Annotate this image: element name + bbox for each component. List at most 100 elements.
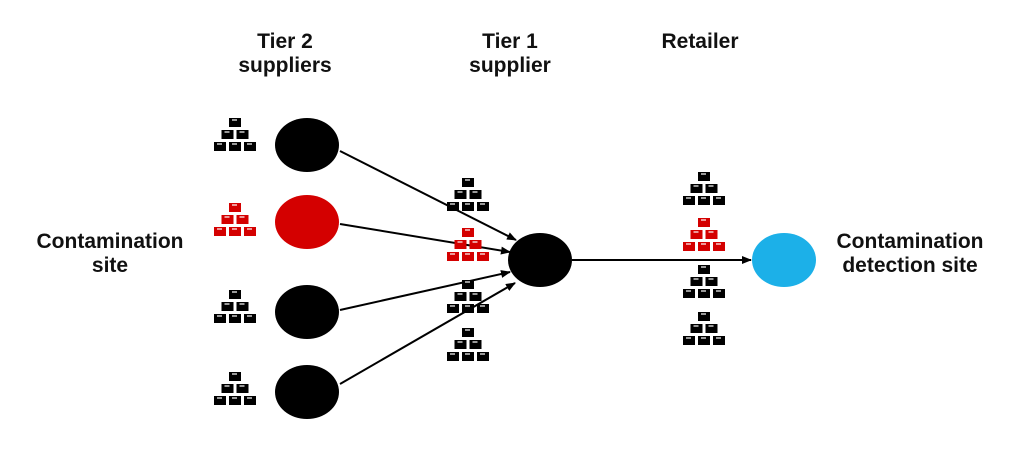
pallet-box-highlight: [239, 131, 245, 133]
pallet-box-highlight: [701, 173, 706, 175]
pallet-box-highlight: [716, 337, 721, 339]
pallet-box-highlight: [450, 305, 455, 307]
pallet-box: [447, 252, 459, 261]
pallet-box: [236, 302, 249, 311]
pallet-box: [236, 130, 249, 139]
pallet-box-highlight: [224, 303, 230, 305]
pallet-box-highlight: [686, 290, 691, 292]
tier2-label-line1: Tier 2: [257, 30, 313, 53]
pallet-box-highlight: [693, 231, 699, 233]
pallet-box: [454, 292, 467, 301]
pallet-box-highlight: [457, 191, 463, 193]
tier1-pallet-stack-4: [447, 328, 489, 361]
pallet-box: [229, 118, 241, 127]
pallet-box: [683, 196, 695, 205]
pallet-box-highlight: [232, 228, 237, 230]
pallet-box-highlight: [457, 241, 463, 243]
pallet-box-highlight: [465, 229, 470, 231]
pallet-box: [462, 202, 474, 211]
pallet-box: [244, 314, 256, 323]
tier2-pallet-stack-1: [214, 118, 256, 151]
pallet-box-highlight: [686, 197, 691, 199]
pallet-box: [462, 352, 474, 361]
pallet-box: [462, 252, 474, 261]
pallet-box-highlight: [465, 353, 470, 355]
pallet-box: [698, 265, 710, 274]
pallet-box: [477, 202, 489, 211]
pallet-box-highlight: [701, 197, 706, 199]
pallet-box-highlight: [716, 290, 721, 292]
pallet-box-highlight: [708, 278, 714, 280]
pallet-box: [221, 302, 234, 311]
pallet-box: [462, 178, 474, 187]
pallet-box: [713, 289, 725, 298]
edge-tier2-3-to-tier1: [339, 270, 511, 311]
detection-site-node: [752, 233, 816, 287]
pallet-box-highlight: [232, 143, 237, 145]
pallet-box-highlight: [693, 325, 699, 327]
pallet-box: [705, 184, 718, 193]
pallet-box-highlight: [224, 216, 230, 218]
retailer-pallet-stack-4: [683, 312, 725, 345]
pallet-box-highlight: [693, 185, 699, 187]
stacks-layer: [214, 118, 725, 405]
pallet-box-highlight: [701, 266, 706, 268]
pallet-box: [698, 336, 710, 345]
pallet-box-highlight: [450, 353, 455, 355]
pallet-box-highlight: [472, 341, 478, 343]
pallet-box: [683, 336, 695, 345]
pallet-box-highlight: [686, 243, 691, 245]
pallet-box-highlight: [472, 191, 478, 193]
pallet-box-highlight: [232, 204, 237, 206]
pallet-box-highlight: [708, 185, 714, 187]
pallet-box-highlight: [239, 303, 245, 305]
pallet-box-highlight: [247, 143, 252, 145]
pallet-box-highlight: [457, 293, 463, 295]
tier2-pallet-stack-3: [214, 290, 256, 323]
pallet-box: [447, 352, 459, 361]
pallet-box-highlight: [465, 305, 470, 307]
pallet-box-highlight: [465, 253, 470, 255]
pallet-box-highlight: [472, 293, 478, 295]
pallet-box: [214, 396, 226, 405]
pallet-box: [698, 289, 710, 298]
pallet-box-highlight: [457, 341, 463, 343]
pallet-box-highlight: [232, 291, 237, 293]
pallet-box-highlight: [247, 397, 252, 399]
retailer-pallet-stack-3: [683, 265, 725, 298]
pallet-box: [705, 324, 718, 333]
edge-tier2-2-to-tier1: [339, 223, 511, 255]
pallet-box: [690, 184, 703, 193]
pallet-box-highlight: [232, 119, 237, 121]
pallet-box: [698, 218, 710, 227]
pallet-box-highlight: [716, 243, 721, 245]
pallet-box: [690, 230, 703, 239]
pallet-box: [477, 304, 489, 313]
pallet-box-highlight: [465, 329, 470, 331]
pallet-box-highlight: [232, 373, 237, 375]
pallet-box: [469, 292, 482, 301]
tier1-label-line2: supplier: [469, 54, 551, 77]
pallet-box: [469, 340, 482, 349]
pallet-box: [229, 396, 241, 405]
tier1-label-line1: Tier 1: [482, 30, 538, 53]
pallet-box-highlight: [701, 219, 706, 221]
pallet-box: [690, 324, 703, 333]
pallet-box: [244, 142, 256, 151]
pallet-box-highlight: [239, 385, 245, 387]
pallet-box-highlight: [217, 397, 222, 399]
tier2-pallet-stack-2: [214, 203, 256, 236]
pallet-box: [221, 384, 234, 393]
pallet-box-highlight: [686, 337, 691, 339]
pallet-box-highlight: [701, 313, 706, 315]
pallet-box: [447, 304, 459, 313]
tier1-pallet-stack-1: [447, 178, 489, 211]
pallet-box: [229, 290, 241, 299]
pallet-box-highlight: [239, 216, 245, 218]
pallet-box: [683, 242, 695, 251]
pallet-box-highlight: [217, 143, 222, 145]
pallet-box-highlight: [716, 197, 721, 199]
tier2-pallet-stack-4: [214, 372, 256, 405]
pallet-box-highlight: [247, 315, 252, 317]
pallet-box-highlight: [224, 385, 230, 387]
